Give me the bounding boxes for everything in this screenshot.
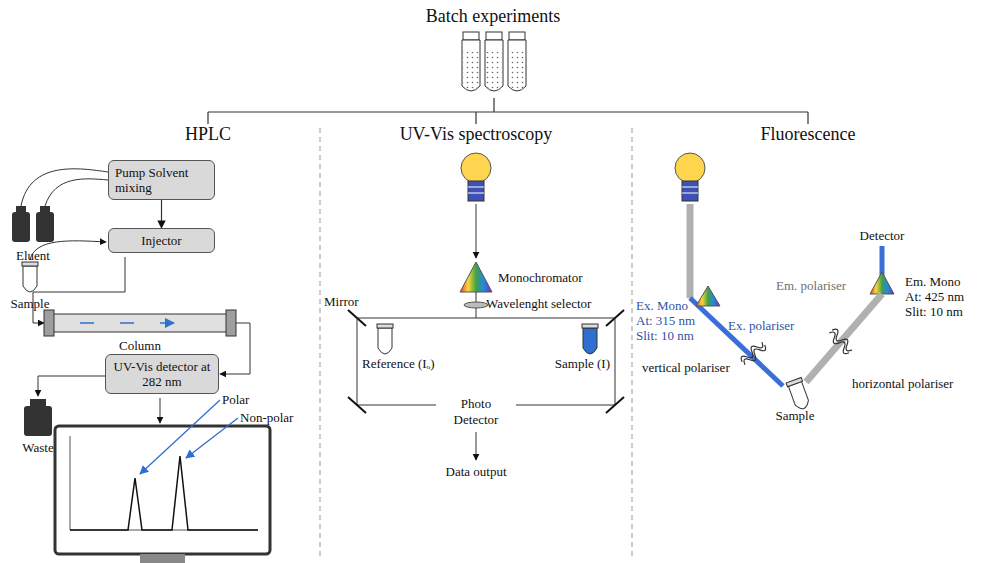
monochromator-label: Monochromator [498, 270, 582, 285]
polariser-label: Em. polariser [776, 278, 846, 293]
separators [320, 128, 632, 560]
box-text: UV-Vis detector at 282 nm [112, 359, 212, 389]
wavelength-label: At: 315 nm [636, 313, 695, 328]
vials [462, 32, 526, 91]
slit-label: Slit: 10 nm [905, 304, 963, 319]
polariser-label: horizontal polariser [852, 376, 953, 391]
section-title: UV-Vis spectroscopy [400, 124, 553, 145]
box-text: Pump Solvent mixing [115, 165, 208, 195]
sample-label: Sample [776, 408, 815, 423]
flow-arrow [161, 200, 162, 228]
sample-label: Sample [11, 296, 50, 311]
polariser-label: Ex. polariser [728, 318, 794, 333]
mono-label: Ex. Mono [636, 298, 688, 313]
sample-label: Sample (I) [555, 356, 610, 371]
output-label: Data output [445, 464, 506, 479]
slit-label: Slit: 10 nm [636, 328, 694, 343]
box-text: Injector [115, 233, 208, 248]
wavelength-label: At: 425 nm [905, 289, 964, 304]
process-box: Injector [108, 228, 215, 253]
process-box: Pump Solvent mixing [108, 160, 215, 200]
peak-label: Polar [222, 392, 249, 407]
tree-lines [208, 98, 808, 124]
section-title: HPLC [185, 124, 231, 145]
polariser-label: vertical polariser [642, 360, 730, 375]
eluent-label: Eluent [16, 248, 50, 263]
uvvis-art [348, 153, 624, 460]
selector-label: Wavelenght selector [486, 296, 591, 311]
process-box: UV-Vis detector at 282 nm [105, 354, 219, 394]
peak-label: Non-polar [240, 410, 293, 425]
detector-label: Detector [860, 228, 905, 243]
hplc-art [12, 169, 270, 563]
detector-label: Photo Detector [445, 396, 507, 428]
diagram-title: Batch experiments [426, 6, 560, 27]
column-label: Column [119, 338, 161, 353]
mono-label: Em. Mono [905, 274, 961, 289]
reference-label: Reference (Iₒ) [362, 356, 435, 371]
section-title: Fluorescence [761, 124, 856, 145]
mirror-label: Mirror [324, 294, 359, 309]
waste-label: Waste [22, 440, 53, 455]
